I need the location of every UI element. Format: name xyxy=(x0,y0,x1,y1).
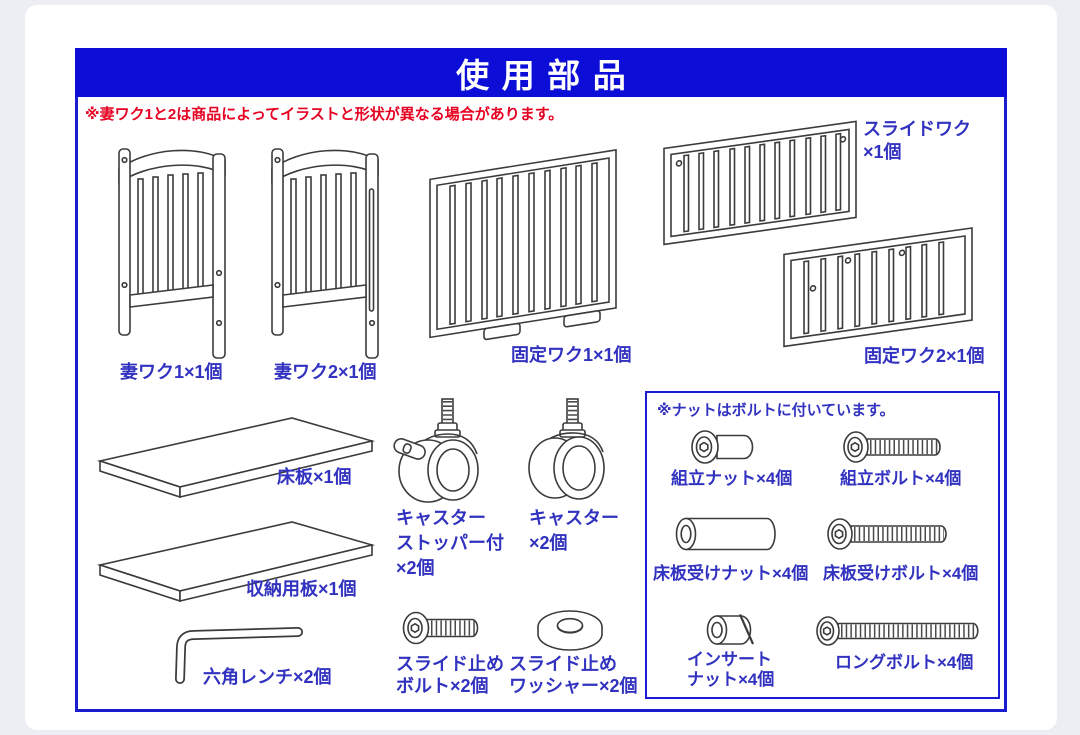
assembly-nut-illustration xyxy=(691,430,754,464)
slide-stop-bolt-illustration xyxy=(402,611,479,645)
long-bolt-illustration xyxy=(816,616,979,646)
slide-stop-bolt-label: スライド止め ボルト×2個 xyxy=(396,654,504,696)
fixed-frame-1-label: 固定ワク1×1個 xyxy=(511,345,632,365)
floor-support-bolt-illustration xyxy=(827,518,947,550)
floor-support-nut-label: 床板受けナット×4個 xyxy=(653,564,809,583)
floor-support-nut-illustration xyxy=(675,517,776,551)
hex-wrench-label: 六角レンチ×2個 xyxy=(203,667,332,687)
fixed-frame-2-label: 固定ワク2×1個 xyxy=(864,346,985,366)
storage-board-illustration xyxy=(96,521,376,603)
product-variation-note: ※妻ワク1と2は商品によってイラストと形状が異なる場合があります。 xyxy=(85,106,564,123)
caster-label: キャスター ×2個 xyxy=(529,508,619,553)
insert-nut-label: インサート ナット×4個 xyxy=(687,650,775,689)
fixed-frame-1-illustration xyxy=(429,148,617,341)
end-frame-1-label: 妻ワク1×1個 xyxy=(120,362,223,382)
insert-nut-illustration xyxy=(706,614,755,645)
end-frame-2-label: 妻ワク2×1個 xyxy=(274,362,377,382)
floor-board-illustration xyxy=(96,417,376,499)
assembly-bolt-label: 組立ボルト×4個 xyxy=(840,469,962,488)
long-bolt-label: ロングボルト×4個 xyxy=(835,653,974,672)
caster-with-stopper-illustration xyxy=(393,398,479,503)
slide-frame-label: スライドワク ×1個 xyxy=(863,119,971,162)
fixed-frame-2-illustration xyxy=(783,227,973,348)
slide-stop-washer-label: スライド止め ワッシャー×2個 xyxy=(509,654,638,696)
hex-wrench-illustration xyxy=(175,627,303,684)
caster-illustration xyxy=(528,398,605,500)
assembly-nut-label: 組立ナット×4個 xyxy=(671,469,793,488)
storage-board-label: 収納用板×1個 xyxy=(246,579,357,599)
end-frame-1-illustration xyxy=(118,148,226,359)
end-frame-2-illustration xyxy=(271,148,379,359)
nut-box-note: ※ナットはボルトに付いています。 xyxy=(657,402,895,419)
page-title: 使用部品 xyxy=(456,56,639,94)
floor-board-label: 床板×1個 xyxy=(277,467,352,487)
assembly-bolt-illustration xyxy=(843,431,941,463)
slide-stop-washer-illustration xyxy=(537,610,603,651)
slide-frame-illustration xyxy=(663,120,857,246)
caster-with-stopper-label: キャスター ストッパー付 ×2個 xyxy=(396,508,504,578)
title-bar: 使用部品 xyxy=(75,48,1007,97)
floor-support-bolt-label: 床板受けボルト×4個 xyxy=(823,564,979,583)
